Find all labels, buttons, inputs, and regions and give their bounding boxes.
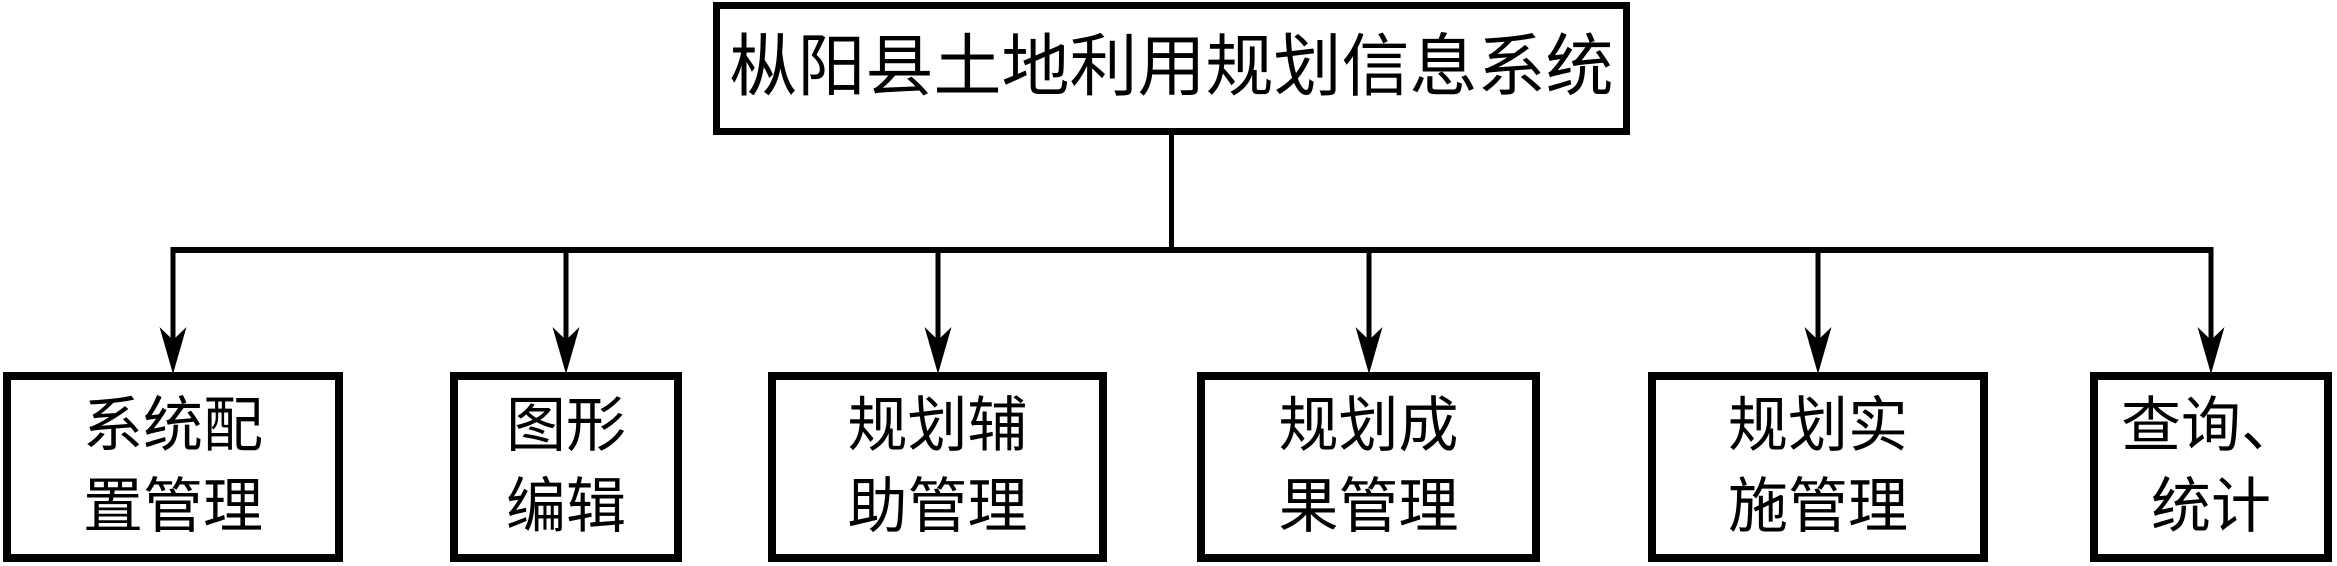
arrow-to-child-2 bbox=[552, 250, 580, 374]
node-label-line: 规划辅 bbox=[847, 391, 1028, 461]
node-label-line: 施管理 bbox=[1728, 472, 1908, 542]
node-label-line: 查询、 bbox=[2121, 391, 2301, 461]
arrow-to-child-5 bbox=[1804, 250, 1832, 374]
node-label-line: 规划实 bbox=[1728, 391, 1908, 461]
node-query-statistics: 查询、 统计 bbox=[2090, 372, 2332, 562]
node-label-line: 果管理 bbox=[1278, 472, 1459, 542]
node-root-label: 枞阳县土地利用规划信息系统 bbox=[729, 28, 1614, 108]
node-label-line: 系统配 bbox=[83, 391, 263, 461]
node-root: 枞阳县土地利用规划信息系统 bbox=[713, 2, 1630, 135]
node-planning-assist-management: 规划辅 助管理 bbox=[768, 372, 1107, 562]
node-graphic-editing: 图形 编辑 bbox=[450, 372, 682, 562]
arrow-to-child-3 bbox=[924, 250, 952, 374]
node-label-line: 置管理 bbox=[83, 472, 263, 542]
node-label-line: 规划成 bbox=[1278, 391, 1459, 461]
node-system-config-management: 系统配 置管理 bbox=[3, 372, 343, 562]
node-planning-implementation-management: 规划实 施管理 bbox=[1648, 372, 1988, 562]
arrow-to-child-1 bbox=[159, 250, 187, 374]
arrow-to-child-4 bbox=[1355, 250, 1383, 374]
arrow-to-child-6 bbox=[2197, 250, 2225, 374]
node-label-line: 图形 bbox=[506, 391, 626, 461]
node-label-line: 助管理 bbox=[847, 472, 1028, 542]
node-label-line: 统计 bbox=[2151, 472, 2271, 542]
node-label-line: 编辑 bbox=[506, 472, 626, 542]
node-planning-results-management: 规划成 果管理 bbox=[1197, 372, 1540, 562]
